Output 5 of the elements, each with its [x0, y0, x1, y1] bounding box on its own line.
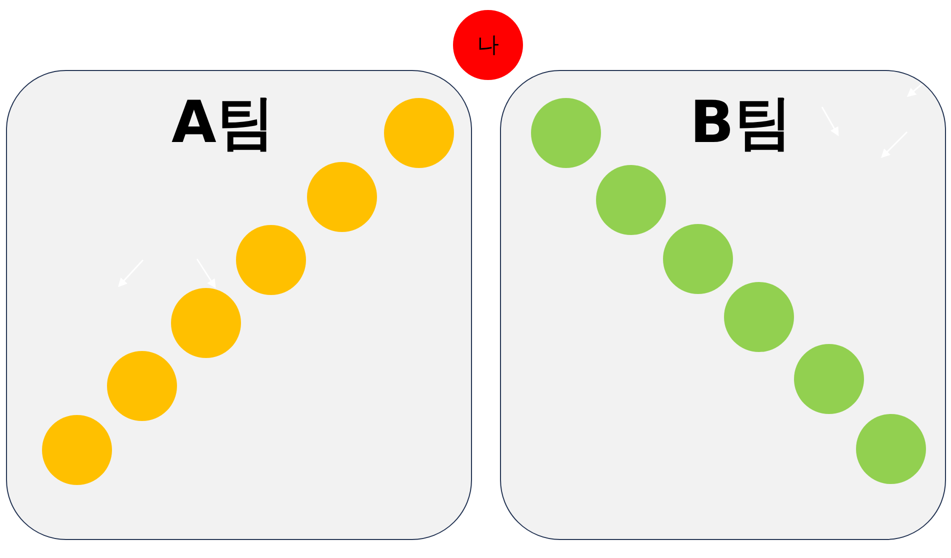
team-title: B팀 — [690, 87, 792, 158]
team-title: A팀 — [172, 87, 274, 158]
badge-label: 나 — [477, 32, 499, 60]
team-panel — [6, 70, 472, 540]
team-panel — [500, 70, 946, 540]
